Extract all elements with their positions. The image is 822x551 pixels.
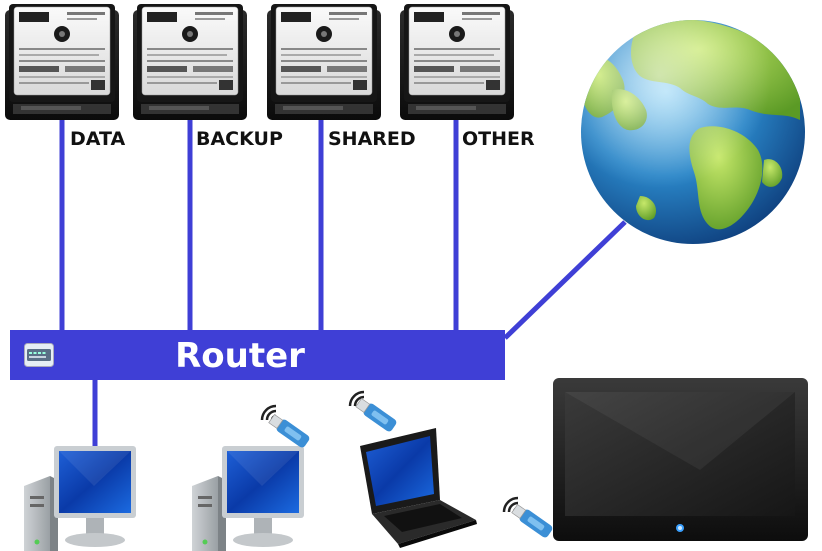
- router-label: Router: [175, 336, 305, 376]
- drive-label-other: OTHER: [462, 128, 535, 150]
- wifi-usb-adapter-3-icon: [502, 496, 555, 540]
- wifi-usb-adapter-1-icon: [260, 404, 312, 450]
- laptop-icon: [360, 428, 477, 548]
- router-bar: Router: [10, 330, 505, 380]
- router-device-icon: [24, 343, 54, 367]
- link-internet: [503, 220, 627, 340]
- wifi-usb-adapter-2-icon: [348, 390, 399, 434]
- globe-icon: [581, 20, 805, 244]
- desktop-computer-2-icon: [192, 446, 304, 551]
- drive-label-backup: BACKUP: [196, 128, 283, 150]
- drive-label-shared: SHARED: [328, 128, 416, 150]
- drive-label-data: DATA: [70, 128, 126, 150]
- television-icon: [553, 378, 808, 541]
- desktop-computer-1-icon: [24, 446, 136, 551]
